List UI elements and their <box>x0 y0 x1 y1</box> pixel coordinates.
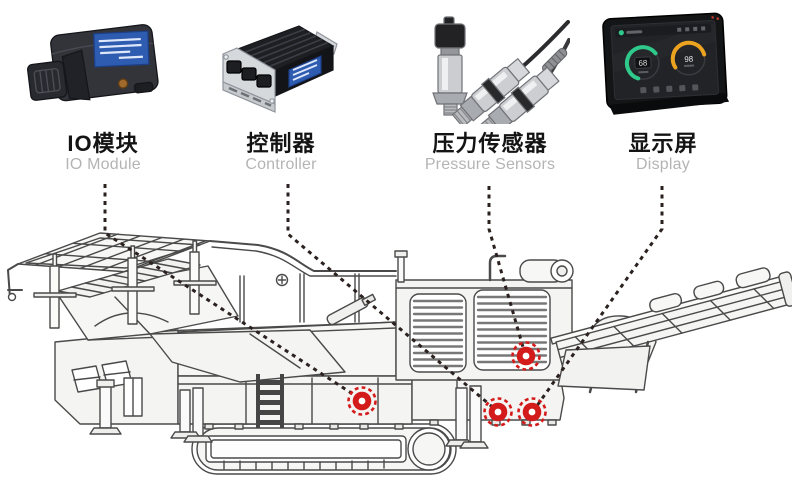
label-display-zh: 显示屏 <box>628 131 698 156</box>
feed-hopper <box>7 232 239 341</box>
controller-illustration <box>222 25 338 113</box>
target-markers <box>347 341 547 427</box>
label-io-module-en: IO Module <box>65 156 141 174</box>
label-controller-en: Controller <box>245 156 317 174</box>
label-controller: 控制器 Controller <box>245 131 316 174</box>
pressure-sensors-image <box>405 12 571 138</box>
marker-pressure-sensors <box>511 341 541 371</box>
label-io-module-zh: IO模块 <box>67 131 139 156</box>
label-display-en: Display <box>636 156 690 174</box>
discharge-conveyor <box>550 267 792 394</box>
left-gauge-value: 68 <box>638 58 648 67</box>
support-legs <box>89 379 489 449</box>
display-image: 68 98 <box>597 8 733 120</box>
crawler-track <box>191 423 457 475</box>
left-gauge-arc <box>624 45 661 82</box>
engine-housing <box>394 250 574 381</box>
marker-display <box>517 397 547 427</box>
pressure-sensors-illustration <box>432 16 571 138</box>
io-module-image <box>20 6 185 124</box>
right-gauge-arc <box>670 40 707 77</box>
callout-line-controller <box>286 184 497 412</box>
label-pressure-sensors-en: Pressure Sensors <box>424 156 556 174</box>
io-module-illustration <box>27 24 159 102</box>
label-display: 显示屏 Display <box>628 131 697 174</box>
label-controller-zh: 控制器 <box>246 131 316 156</box>
callout-line-pressure-sensors <box>487 186 527 355</box>
body-tail-panels <box>411 374 565 426</box>
display-illustration: 68 98 <box>602 12 730 115</box>
ladder <box>256 374 284 428</box>
mid-frame <box>149 240 397 383</box>
right-gauge-value: 98 <box>684 54 694 63</box>
callout-line-display <box>532 186 664 411</box>
marker-controller <box>483 397 513 427</box>
sensor-angled-2 <box>479 66 560 138</box>
label-pressure-sensors-zh: 压力传感器 <box>432 131 548 156</box>
label-io-module: IO模块 IO Module <box>65 131 141 174</box>
controller-image <box>213 6 345 124</box>
label-pressure-sensors: 压力传感器 Pressure Sensors <box>425 131 555 174</box>
sensor-angled-1 <box>451 57 531 128</box>
sensor-upright <box>432 16 468 116</box>
marker-io-module <box>347 386 377 416</box>
